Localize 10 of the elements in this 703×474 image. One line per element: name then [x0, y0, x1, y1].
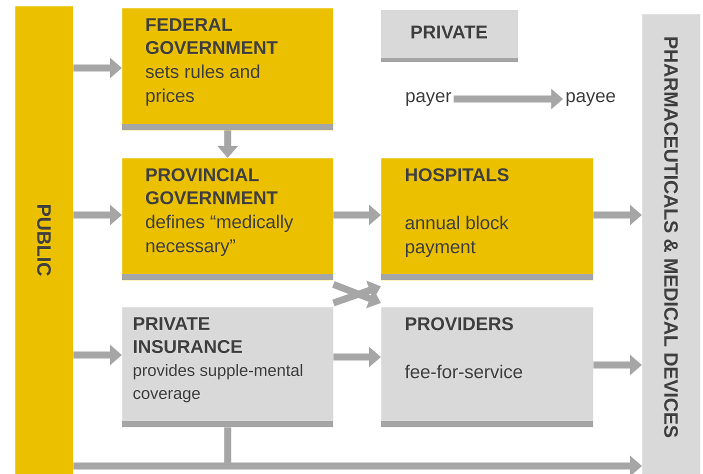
- legend-label: PRIVATE: [412, 26, 488, 38]
- process-box: PROVINCIAL GOVERNMENT defines “medically necessary”: [122, 158, 334, 280]
- side-bar: PHARMACEUTICALS & MEDICAL DEVICES: [642, 14, 700, 474]
- public-bar: PUBLIC: [15, 6, 74, 474]
- process-box: HOSPITALS annual block payment: [381, 158, 594, 280]
- legend-text: payee: [566, 92, 615, 106]
- process-box: PROVIDERS fee-for-service: [381, 307, 594, 428]
- process-box: FEDERAL GOVERNMENT sets rules and prices: [122, 8, 334, 130]
- process-box: PRIVATE INSURANCE provides supple-mental coverage: [122, 307, 334, 428]
- legend-text: payer: [406, 92, 452, 106]
